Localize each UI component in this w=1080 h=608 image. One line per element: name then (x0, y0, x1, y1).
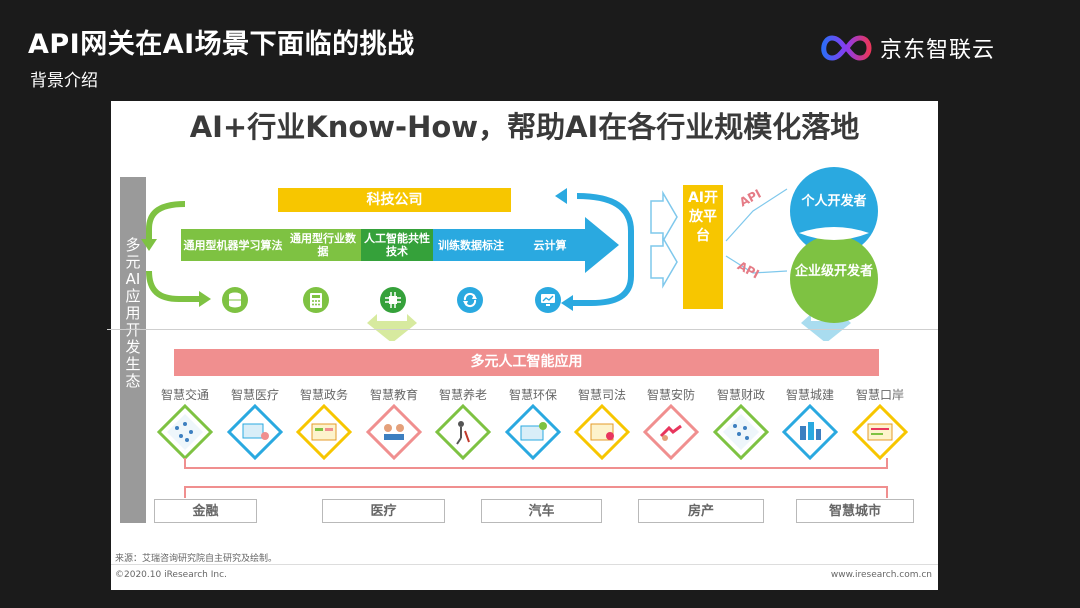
industry-medical: 医疗 (322, 499, 445, 523)
app-label-city-building: 智慧城建 (785, 388, 834, 402)
database-icon (222, 287, 248, 313)
app-label-medical: 智慧医疗 (230, 388, 279, 402)
ai-chip-icon (380, 287, 406, 313)
app-label-traffic: 智慧交通 (160, 388, 209, 402)
industry-smart-city: 智慧城市 (796, 499, 914, 523)
footer-divider (111, 564, 938, 565)
pipeline-stage-2: 通用型行业数据 (290, 232, 356, 258)
cloud-screen-icon (535, 287, 561, 313)
app-label-government: 智慧政务 (299, 388, 348, 402)
jd-cloud-infinity-logo-icon (821, 35, 872, 61)
slide-title: API网关在AI场景下面临的挑战 (28, 29, 415, 60)
pipeline-stage-1: 通用型机器学习算法 (183, 238, 283, 252)
app-label-justice: 智慧司法 (577, 388, 626, 402)
calculator-icon (303, 287, 329, 313)
app-label-environment: 智慧环保 (508, 388, 557, 402)
pipeline-stage-4: 训练数据标注 (438, 238, 504, 252)
government-icon (296, 404, 352, 460)
ai-open-platform: AI开放平台 (683, 185, 723, 309)
jd-cloud-logo: 京东智联云 (818, 30, 995, 66)
justice-icon (574, 404, 630, 460)
industry-real-estate: 房产 (638, 499, 764, 523)
finance-icon (713, 404, 769, 460)
copyright: ©2020.10 iResearch Inc. (115, 570, 227, 580)
source-note: 来源：艾瑞咨询研究院自主研究及绘制。 (115, 554, 278, 564)
data-sync-icon (457, 287, 483, 313)
enterprise-developer: 企业级开发者 (794, 264, 873, 279)
industry-automotive: 汽车 (481, 499, 602, 523)
website: www.iresearch.com.cn (830, 570, 932, 580)
section-divider (107, 329, 938, 330)
figure-title: AI+行业Know-How，帮助AI在各行业规模化落地 (189, 110, 860, 144)
tech-company-bar: 科技公司 (278, 188, 511, 212)
app-label-education: 智慧教育 (369, 388, 418, 402)
app-label-port: 智慧口岸 (855, 388, 904, 402)
developer-circles (790, 167, 878, 323)
figure-panel: AI+行业Know-How，帮助AI在各行业规模化落地 多元AI应用开发生态 科… (107, 101, 938, 590)
pipeline-stage-3: 人工智能共性技术 (364, 232, 430, 258)
industry-connector (184, 458, 888, 498)
security-icon (643, 404, 699, 460)
industry-finance: 金融 (154, 499, 257, 523)
pipeline-arrow (181, 217, 619, 273)
ai-applications-bar: 多元人工智能应用 (174, 349, 879, 376)
medical-icon (227, 404, 283, 460)
port-icon (852, 404, 908, 460)
cycle-arrows (141, 188, 851, 341)
logo-text: 京东智联云 (880, 38, 996, 63)
traffic-icon (157, 404, 213, 460)
ecosystem-label: 多元AI应用开发生态 (120, 177, 146, 523)
app-label-finance: 智慧财政 (716, 388, 765, 402)
app-label-elderly-care: 智慧养老 (438, 388, 487, 402)
pipeline-stage-5: 云计算 (533, 238, 567, 252)
elderly-care-icon (435, 404, 491, 460)
environment-icon (505, 404, 561, 460)
education-icon (366, 404, 422, 460)
individual-developer: 个人开发者 (801, 194, 867, 209)
slide-subtitle: 背景介绍 (30, 71, 98, 91)
app-label-security: 智慧安防 (646, 388, 695, 402)
city-building-icon (782, 404, 838, 460)
